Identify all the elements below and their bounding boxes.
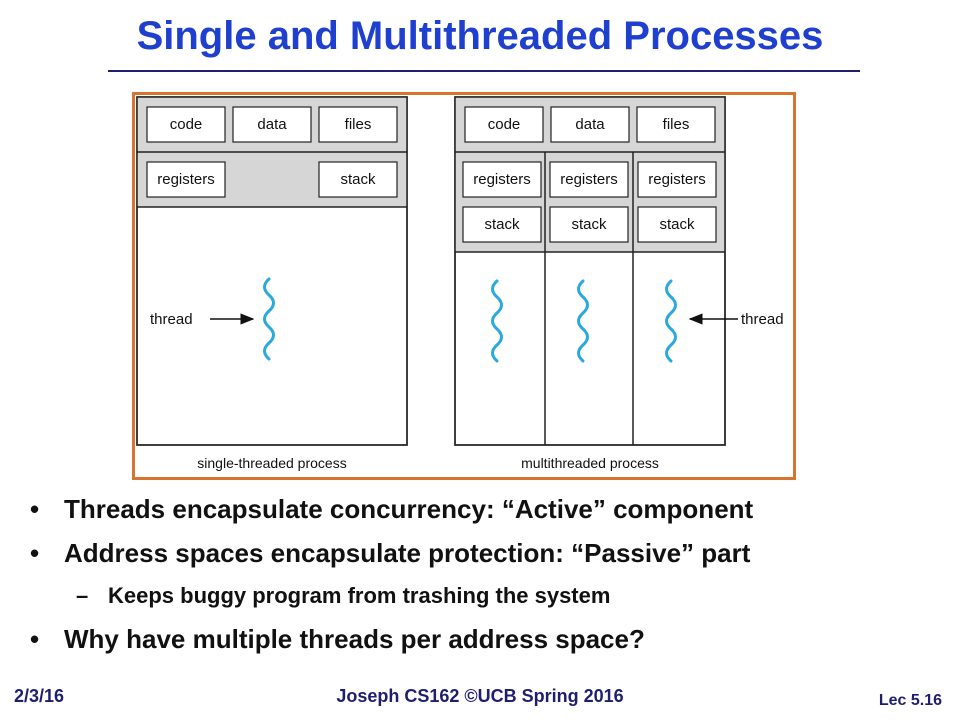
multi-thread-label: thread (741, 311, 784, 328)
multi-stack-box-1 (462, 206, 542, 243)
single-registers-label: registers (157, 171, 215, 188)
multi-caption: multithreaded process (521, 455, 659, 471)
single-code-label: code (170, 116, 203, 133)
bullet-threads: Threads encapsulate concurrency: “Active… (28, 494, 938, 524)
bullet-why-multiple-threads: Why have multiple threads per address sp… (28, 624, 938, 654)
multi-registers-label-1: registers (473, 171, 531, 188)
multi-thread-squiggle-1 (491, 279, 503, 363)
multi-registers-box-3 (637, 161, 717, 198)
multi-registers-label-3: registers (648, 171, 706, 188)
process-diagram: code data files registers stack thread s… (132, 92, 796, 480)
bullet-address-spaces: Address spaces encapsulate protection: “… (28, 538, 938, 568)
sub-bullet-marker: – (76, 583, 89, 608)
multi-code-label: code (488, 116, 521, 133)
multi-registers-box-2 (549, 161, 629, 198)
multi-stack-label-3: stack (659, 216, 695, 233)
multi-data-label: data (575, 116, 605, 133)
single-stack-label: stack (340, 171, 376, 188)
single-thread-squiggle (263, 277, 275, 361)
multi-thread-squiggle-2 (577, 279, 589, 363)
multi-registers-box-1 (462, 161, 542, 198)
multi-code-box (464, 106, 544, 143)
multi-stack-label-2: stack (571, 216, 607, 233)
footer-lecture-number: Lec 5.16 (878, 692, 942, 709)
single-registers-box (146, 161, 226, 198)
title-underline (108, 70, 860, 72)
single-thread-label: thread (150, 311, 193, 328)
multi-files-box (636, 106, 716, 143)
multi-stack-box-2 (549, 206, 629, 243)
multi-thread-squiggle-3 (665, 279, 677, 363)
multi-data-box (550, 106, 630, 143)
single-data-label: data (257, 116, 287, 133)
slide-title: Single and Multithreaded Processes (136, 14, 824, 58)
single-caption: single-threaded process (197, 455, 346, 471)
multi-stack-label-1: stack (484, 216, 520, 233)
multi-files-label: files (663, 116, 690, 133)
single-code-box (146, 106, 226, 143)
single-stack-box (318, 161, 398, 198)
footer-course: Joseph CS162 ©UCB Spring 2016 (336, 686, 624, 706)
bullet-list: Threads encapsulate concurrency: “Active… (28, 494, 938, 668)
sub-bullet-text: Keeps buggy program from trashing the sy… (108, 583, 611, 608)
single-data-box (232, 106, 312, 143)
single-files-label: files (345, 116, 372, 133)
single-files-box (318, 106, 398, 143)
sub-bullet-buggy-program: – Keeps buggy program from trashing the … (28, 582, 938, 610)
multi-stack-box-3 (637, 206, 717, 243)
slide-footer: 2/3/16 Joseph CS162 ©UCB Spring 2016 Lec… (0, 686, 960, 714)
multi-registers-label-2: registers (560, 171, 618, 188)
footer-date: 2/3/16 (14, 686, 65, 706)
process-diagram-svg: code data files registers stack thread s… (136, 96, 784, 471)
